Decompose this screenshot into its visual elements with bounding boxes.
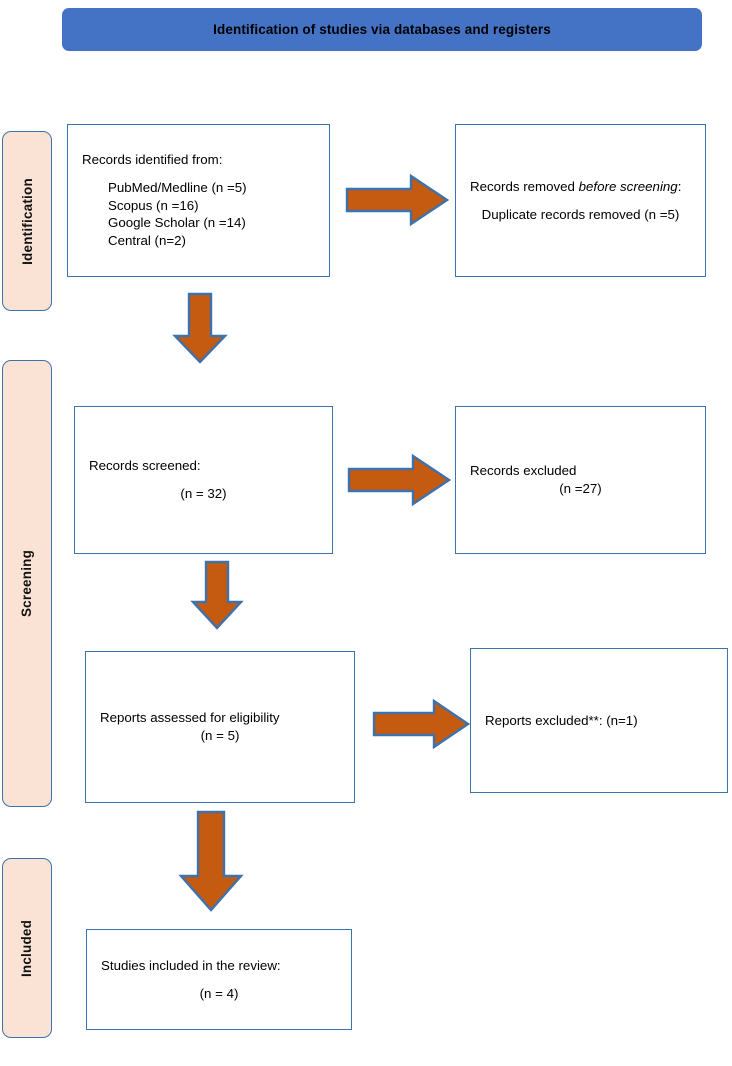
box-heading: Records excluded [470, 463, 577, 479]
stage-label-text: Screening [19, 549, 35, 618]
box-heading: Reports excluded**: (n=1) [485, 712, 638, 728]
page-title: Identification of studies via databases … [213, 22, 551, 37]
arrow-right-icon [345, 173, 449, 227]
box-heading: Records screened: [89, 458, 201, 474]
stage-label-text: Identification [19, 177, 35, 265]
box-reports-excluded: Reports excluded**: (n=1) [470, 648, 728, 793]
source-item: Google Scholar (n =14) [108, 215, 246, 231]
source-item: Central (n=2) [108, 233, 186, 248]
box-heading: Reports assessed for eligibility [100, 710, 280, 726]
stage-label-text: Included [19, 919, 35, 977]
arrow-down-icon [188, 560, 246, 630]
box-heading-part2: : [677, 178, 682, 194]
spacer [470, 196, 691, 206]
source-item: PubMed/Medline (n =5) [108, 179, 247, 195]
box-count: (n = 4) [199, 985, 239, 1001]
box-heading: Records identified from: [82, 152, 223, 168]
arrow-down-icon [176, 810, 246, 912]
arrow-right-icon [347, 453, 451, 507]
arrow-right-icon [372, 698, 470, 750]
box-reports-assessed-eligibility: Reports assessed for eligibility (n = 5) [85, 651, 355, 803]
diagram-header-banner: Identification of studies via databases … [62, 8, 702, 51]
box-studies-included: Studies included in the review: (n = 4) [86, 929, 352, 1030]
box-detail: Duplicate records removed (n =5) [481, 206, 680, 222]
stage-label-included: Included [2, 858, 52, 1038]
box-records-excluded: Records excluded (n =27) [455, 406, 706, 554]
spacer [89, 475, 318, 485]
box-records-screened: Records screened: (n = 32) [74, 406, 333, 554]
arrow-down-icon [170, 292, 230, 364]
box-records-identified: Records identified from: PubMed/Medline … [67, 124, 330, 277]
box-heading: Records removed before screening: [470, 178, 691, 196]
source-item: Scopus (n =16) [108, 197, 199, 213]
stage-label-screening: Screening [2, 360, 52, 807]
spacer [82, 169, 315, 179]
box-heading: Studies included in the review: [101, 957, 281, 973]
box-records-removed: Records removed before screening: Duplic… [455, 124, 706, 277]
box-count: (n = 5) [200, 728, 240, 743]
box-heading-italic: before screening [578, 178, 678, 194]
stage-label-identification: Identification [2, 131, 52, 311]
spacer [101, 975, 337, 985]
box-heading-part1: Records removed [470, 178, 579, 194]
box-count: (n = 32) [180, 486, 227, 501]
box-count: (n =27) [559, 481, 602, 496]
